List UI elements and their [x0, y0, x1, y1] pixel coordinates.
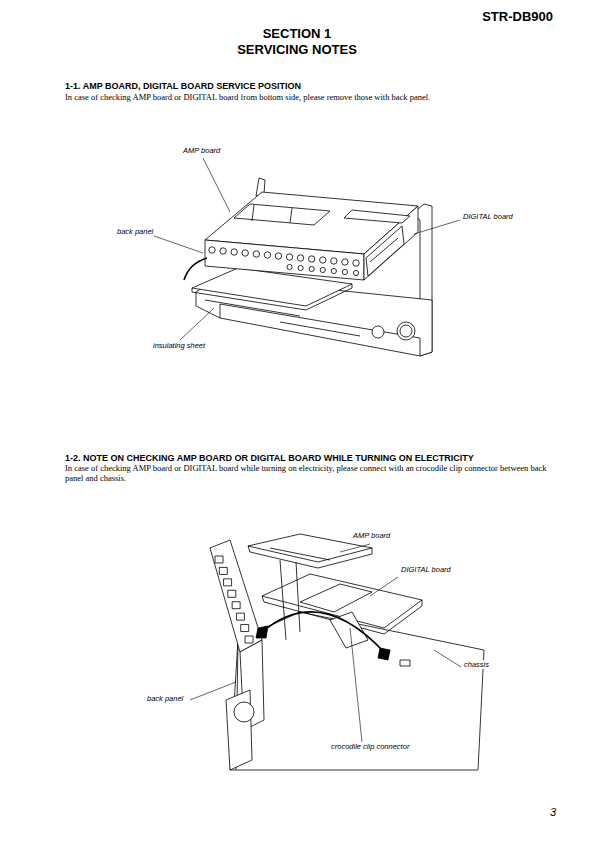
back-panel-jacks: [242, 250, 248, 256]
amp-digital-unit: [366, 226, 404, 276]
part-label: chassis: [463, 660, 490, 669]
back-panel-jacks: [308, 256, 314, 262]
back-panel-jacks: [209, 247, 359, 276]
front-knobs: [397, 322, 415, 340]
power-cord: [184, 258, 207, 280]
part-label: crocodile clip connector: [330, 742, 410, 751]
back-panel-jacks: [236, 613, 244, 620]
amp-digital-unit: [344, 210, 410, 223]
leader-lines: [414, 220, 460, 234]
leader-lines: [350, 628, 362, 742]
crocodile-clip-connector: [378, 648, 390, 660]
back-panel-jacks: [320, 267, 325, 272]
leader-lines: [190, 682, 236, 700]
board-supports: [280, 560, 368, 648]
board-supports: [280, 560, 286, 640]
section-heading: SECTION 1: [263, 26, 332, 42]
back-panel-2: [210, 540, 262, 652]
back-panel-jacks: [353, 270, 358, 275]
leader-lines: [203, 158, 230, 212]
back-panel-jacks: [342, 259, 348, 265]
insulating-sheet: [192, 284, 352, 310]
amp-digital-unit: [370, 238, 398, 262]
back-panel-jacks: [224, 579, 232, 586]
part-label: DIGITAL board: [400, 565, 452, 574]
power-cord: [184, 258, 207, 280]
back-panel-jacks: [320, 257, 326, 263]
back-panel-jacks: [275, 253, 281, 259]
back-panel-2: [234, 702, 254, 722]
chassis-base: [280, 322, 360, 336]
body-text: In case of checking AMP board or DIGITAL…: [65, 464, 547, 484]
leader-lines: [340, 544, 370, 552]
model-number: STR-DB900: [482, 9, 553, 25]
leader-lines: [180, 308, 214, 340]
amp-digital-unit: [290, 208, 292, 223]
front-knobs: [372, 322, 415, 340]
chassis-2: [400, 660, 410, 666]
chassis-2: [230, 612, 484, 770]
part-label: insulating sheet: [152, 341, 206, 350]
back-panel-jacks: [220, 248, 226, 254]
digital-board-2: [300, 584, 372, 612]
front-knobs: [400, 325, 412, 337]
chassis-2: [230, 612, 484, 770]
back-panel-jacks: [245, 636, 253, 643]
chassis-base: [220, 304, 420, 356]
back-panel-jacks: [331, 268, 336, 273]
leader-lines: [190, 544, 461, 742]
back-panel-jacks: [353, 260, 359, 266]
amp-digital-unit: [205, 192, 418, 280]
back-panel-jacks: [232, 602, 240, 609]
front-knobs: [372, 326, 384, 338]
crocodile-clip-connector: [262, 612, 384, 652]
part-label: DIGITAL board: [462, 212, 514, 221]
back-panel-jacks: [342, 269, 347, 274]
insulating-sheet: [205, 300, 300, 316]
back-panel-jacks: [241, 625, 249, 632]
back-panel-jacks: [286, 254, 292, 260]
leader-lines: [154, 158, 460, 340]
back-panel-jacks: [215, 556, 223, 563]
back-panel-jacks: [309, 266, 314, 271]
back-panel-jacks: [253, 251, 259, 257]
subsection-heading: 1-1. AMP BOARD, DIGITAL BOARD SERVICE PO…: [65, 81, 301, 92]
section-heading: SERVICING NOTES: [237, 42, 357, 58]
part-label: back panel: [116, 227, 154, 236]
back-panel-2: [226, 690, 252, 770]
back-panel-jacks: [215, 556, 253, 643]
subsection-heading: 1-2. NOTE ON CHECKING AMP BOARD OR DIGIT…: [65, 453, 474, 464]
back-panel-jacks: [298, 265, 303, 270]
back-panel-jacks: [264, 252, 270, 258]
back-panel-jacks: [219, 567, 227, 574]
page-number: 3: [550, 806, 556, 819]
amp-digital-unit: [252, 205, 254, 221]
back-panel-jacks: [228, 590, 236, 597]
back-panel-jacks: [287, 264, 292, 269]
amp-board-2: [248, 546, 372, 568]
body-text: In case of checking AMP board or DIGITAL…: [65, 92, 430, 102]
leader-lines: [154, 236, 203, 253]
part-label: AMP board: [182, 146, 221, 155]
amp-digital-unit: [234, 204, 330, 225]
part-label: AMP board: [352, 531, 391, 540]
crocodile-clip-connector: [256, 626, 268, 638]
back-panel-2: [210, 540, 264, 770]
part-label: back panel: [146, 694, 184, 703]
amp-digital-unit: [205, 240, 364, 280]
crocodile-clip-connector: [256, 612, 390, 660]
leader-lines: [434, 650, 461, 667]
board-supports: [296, 562, 300, 632]
amp-board-2: [270, 548, 330, 560]
back-panel-jacks: [209, 247, 215, 253]
back-panel-jacks: [297, 255, 303, 261]
back-panel-jacks: [331, 258, 337, 264]
back-panel-jacks: [231, 249, 237, 255]
leader-lines: [370, 577, 398, 596]
